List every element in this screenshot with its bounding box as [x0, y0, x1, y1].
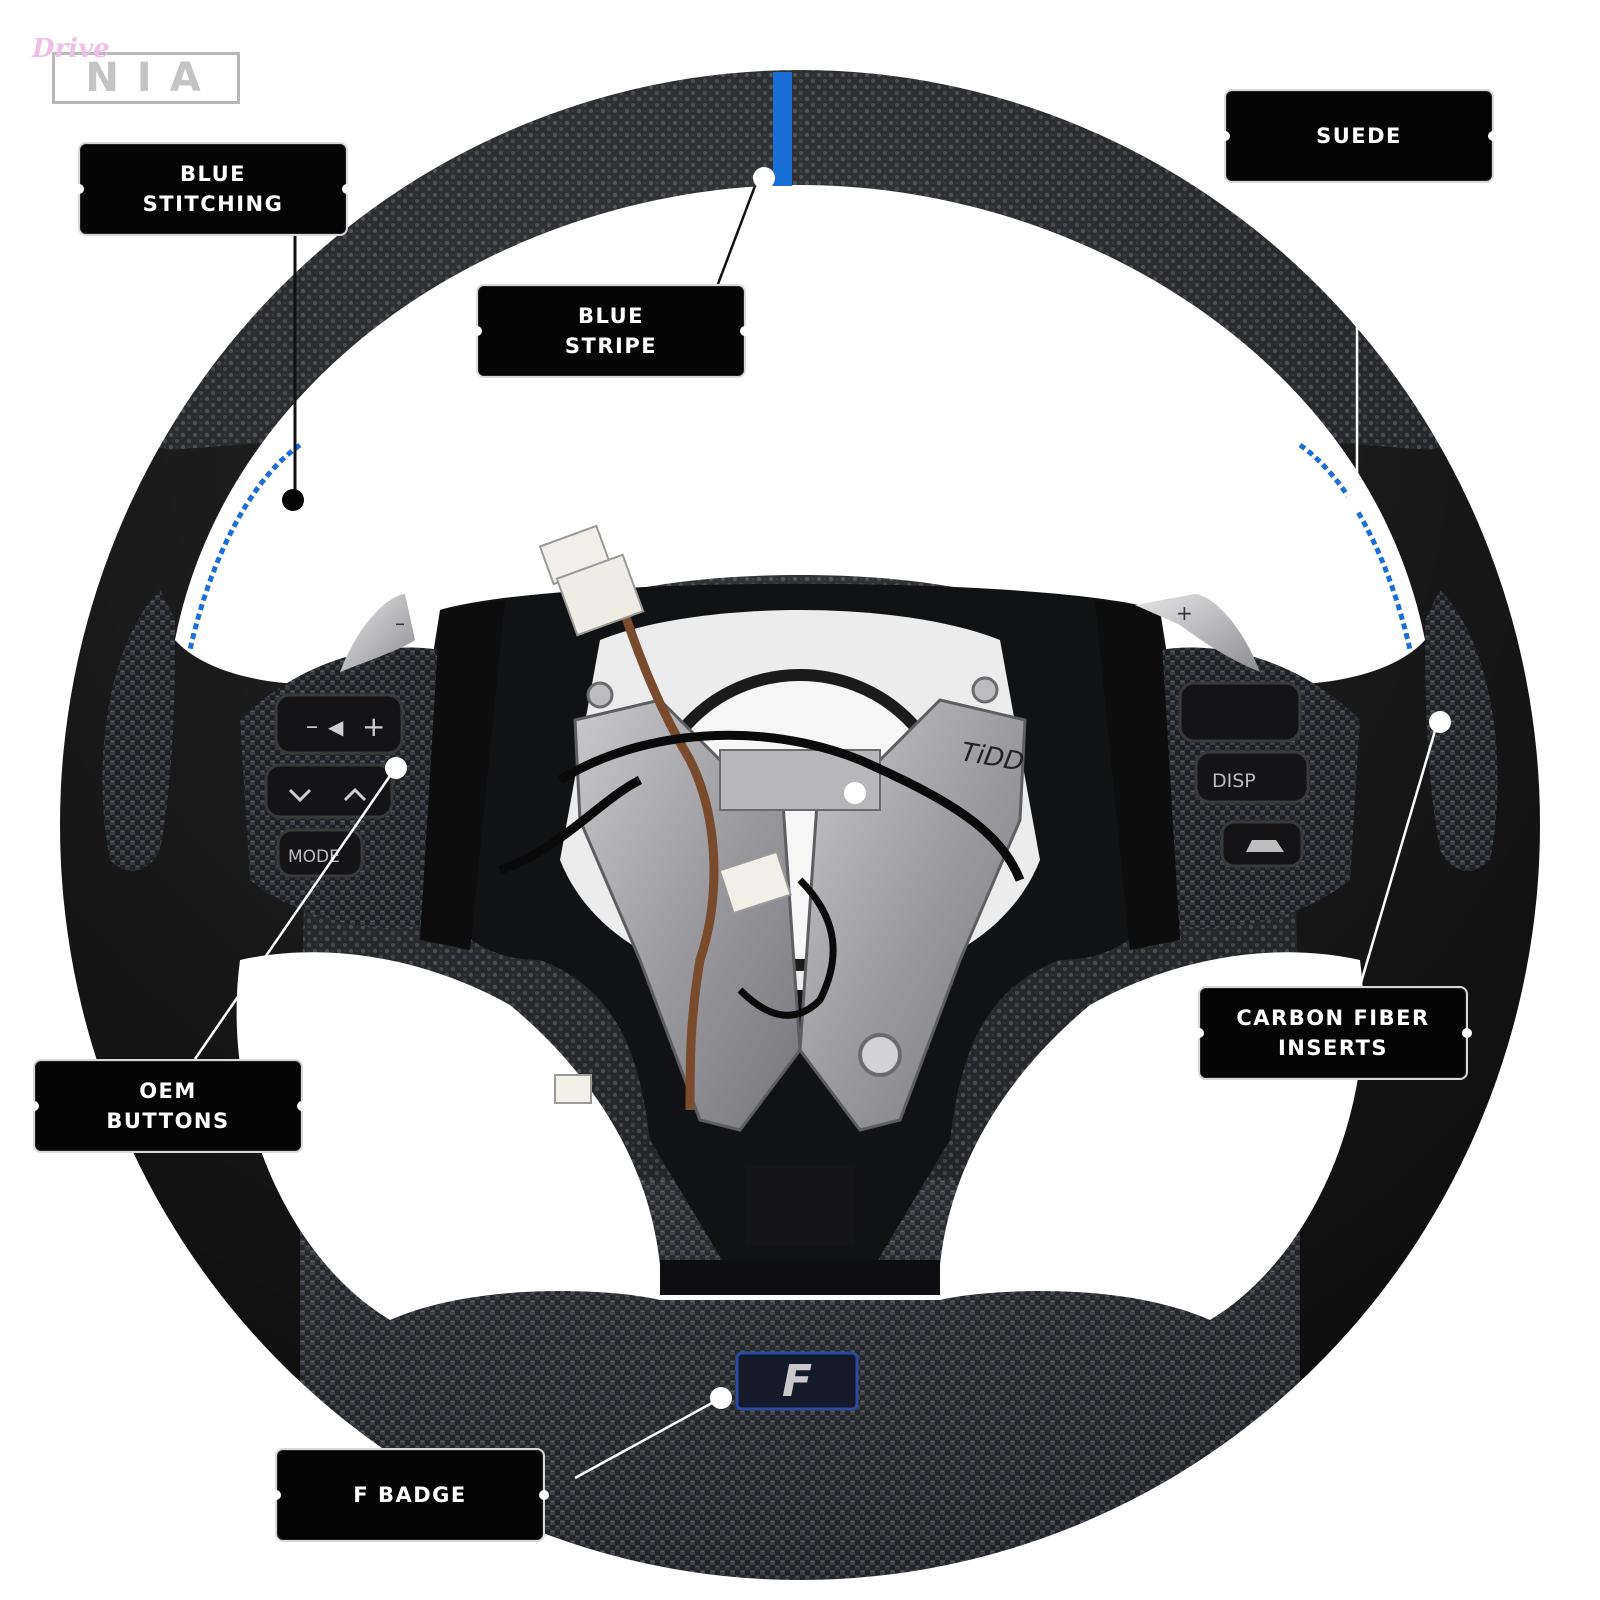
paddle-plus-label: + — [1176, 601, 1193, 625]
callout-blue-stripe: BLUE STRIPE — [472, 284, 750, 378]
paddle-shifter-right[interactable]: + — [1135, 594, 1260, 672]
paddle-minus-label: – — [395, 611, 405, 635]
wire-connector-bottom — [554, 1074, 592, 1104]
logo-frame — [52, 52, 240, 104]
f-badge: F — [735, 1351, 859, 1411]
callout-blue-stitching: BLUE STITCHING — [74, 142, 352, 236]
badge-letter: F — [782, 1356, 812, 1407]
paddle-shifter-left[interactable]: – — [340, 594, 415, 672]
callout-suede: SUEDE — [1220, 89, 1498, 183]
wire-connector-top — [538, 524, 645, 637]
right-button-cluster: DISP — [1150, 647, 1360, 928]
wire-connector-middle — [718, 850, 792, 915]
drive-nia-logo: NIA Drive — [32, 34, 244, 108]
volume-plus-button[interactable]: + — [362, 710, 385, 743]
callout-f-badge: F BADGE — [271, 1448, 549, 1542]
logo-script-text: Drive — [32, 34, 110, 64]
callout-carbon-fiber-inserts: CARBON FIBER INSERTS — [1194, 986, 1472, 1080]
anchor-dots — [282, 167, 1451, 1409]
volume-icon: ◀ — [328, 715, 344, 739]
disp-button[interactable]: DISP — [1212, 770, 1256, 792]
mode-button[interactable]: MODE — [288, 847, 340, 867]
callout-oem-buttons: OEM BUTTONS — [29, 1059, 307, 1153]
chevron-up-icon[interactable] — [343, 787, 367, 802]
volume-minus-button[interactable]: – — [306, 712, 318, 740]
chevron-down-icon[interactable] — [288, 788, 312, 803]
car-icon[interactable] — [1246, 840, 1284, 852]
logo-brand-text: NIA — [85, 55, 219, 101]
